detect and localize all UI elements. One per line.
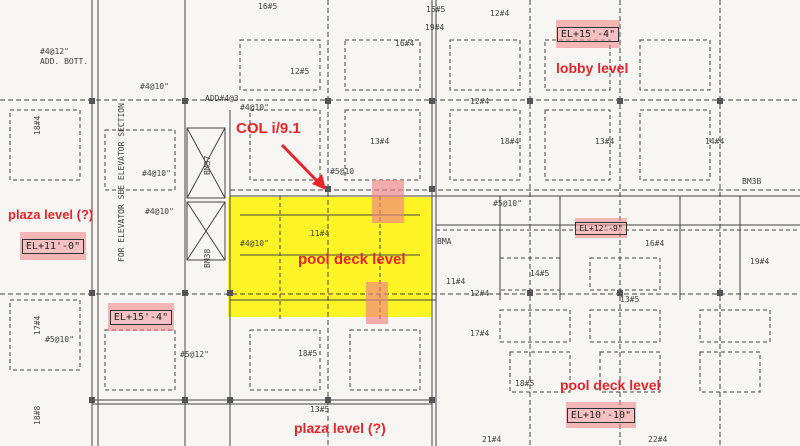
elevation-box: EL+11'-0" (20, 232, 86, 260)
label: 18#5 (515, 379, 535, 388)
col-annotation: COL i/9.1 (236, 120, 301, 137)
elevator-note: FOR ELEVATOR SEE ELEVATOR SECTION (117, 103, 126, 262)
label: #4@10" (140, 82, 169, 91)
label: #4@10" (240, 103, 269, 112)
label: #5@10" (493, 199, 522, 208)
label: 22#4 (648, 435, 668, 444)
elevation-text: EL+11'-0" (21, 238, 85, 254)
elevation-text: EL+15'-4" (109, 309, 173, 325)
label: 12#4 (470, 289, 490, 298)
label: 16#4 (395, 39, 415, 48)
label: #4@10" (240, 239, 269, 248)
label: BM38 (203, 248, 212, 268)
label: 18#4 (33, 115, 42, 135)
label: BM37 (203, 155, 212, 175)
highlight-box (366, 282, 388, 324)
label: 18#8 (33, 405, 42, 425)
plaza-level-annotation: plaza level (?) (8, 207, 94, 222)
elevation-box: EL+12'-9" (575, 218, 627, 238)
label: #5@12" (180, 350, 209, 359)
label: BMA (437, 237, 452, 246)
label: 13#4 (595, 137, 615, 146)
label: ADD. BOTT. (40, 57, 89, 66)
pool-deck-annotation: pool deck level (298, 251, 406, 268)
elevation-text: EL+10'-10" (566, 407, 636, 423)
elevation-box: EL+15'-4" (108, 303, 174, 331)
label: 12#4 (490, 9, 510, 18)
label: 18#4 (500, 137, 520, 146)
label: 11#4 (310, 229, 330, 238)
elevation-text: EL+15'-4" (556, 26, 620, 42)
highlight-box (372, 180, 404, 223)
label: 12#4 (470, 97, 490, 106)
elevation-box: EL+10'-10" (566, 402, 636, 428)
plaza-level-annotation: plaza level (?) (294, 420, 386, 436)
label: #4@10" (145, 207, 174, 216)
label: 12#5 (290, 67, 310, 76)
label: 11#4 (446, 277, 466, 286)
label: ADD#4@3 (205, 94, 239, 103)
label: 18#5 (298, 349, 318, 358)
label: #4@10" (142, 169, 171, 178)
label: 16#4 (645, 239, 665, 248)
label: 21#4 (482, 435, 502, 444)
label: 13#5 (310, 405, 330, 414)
elevation-box: EL+15'-4" (556, 20, 620, 48)
label: 16#5 (258, 2, 278, 11)
label: 14#5 (530, 269, 550, 278)
label: 19#4 (750, 257, 770, 266)
label: #5@10 (330, 167, 355, 176)
label: #4@12" (40, 47, 69, 56)
label: 17#4 (33, 315, 42, 335)
label: #5@10" (45, 335, 74, 344)
label: 13#4 (370, 137, 390, 146)
elevation-text: EL+12'-9" (575, 221, 627, 235)
label: BM3B (742, 177, 762, 186)
label: 13#5 (620, 295, 640, 304)
lobby-level-annotation: lobby level (556, 60, 629, 76)
pool-deck-annotation: pool deck level (560, 377, 661, 393)
label: 14#4 (705, 137, 725, 146)
label: 16#5 (426, 5, 446, 14)
label: 17#4 (470, 329, 490, 338)
label: 19#4 (425, 23, 445, 32)
